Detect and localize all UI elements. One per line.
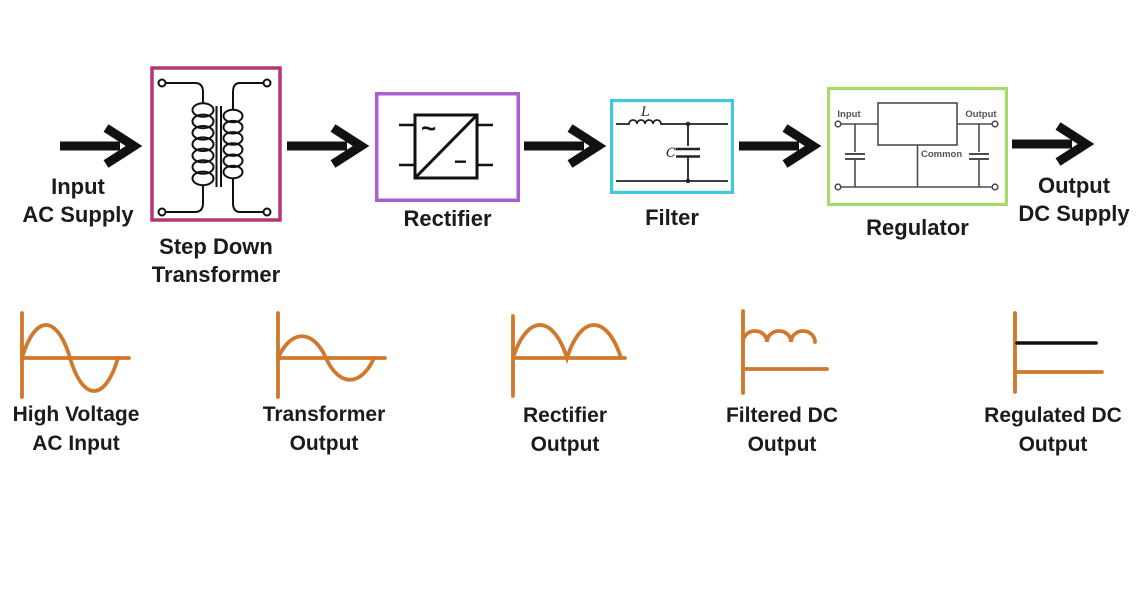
flat-dc-wave-icon	[1013, 311, 1104, 394]
transformer-output-caption: Transformer Output	[244, 400, 404, 458]
input-label-line2: AC Supply	[22, 202, 134, 227]
regulated-dc-output-caption-line2: Output	[1018, 433, 1088, 456]
regulator-caption: Regulator	[827, 214, 1008, 242]
lc-filter-circuit	[616, 119, 728, 184]
filtered-dc-output-caption-line2: Output	[747, 433, 817, 456]
rectifier-caption: Rectifier	[375, 205, 520, 233]
ac-symbol: ~	[421, 113, 436, 143]
rectifier-output-caption: Rectifier Output	[487, 401, 643, 459]
ripple-dc-wave-icon	[741, 309, 829, 395]
transformer-circuit	[157, 78, 272, 217]
inductor-label: L	[640, 105, 650, 120]
transformer-caption-line1: Step Down	[159, 234, 273, 259]
rectified-wave-icon	[511, 314, 627, 398]
filter-caption: Filter	[610, 204, 734, 232]
regulator-circuit-symbol: Input Output Common	[827, 87, 1008, 206]
regulator-pin-output-label: Output	[965, 109, 997, 120]
transformer-output-caption-line1: Transformer	[262, 403, 386, 426]
input-ac-supply-label: Input AC Supply	[8, 173, 148, 229]
hv-ac-input-caption-line1: High Voltage	[12, 403, 140, 426]
rectifier-caption-text: Rectifier	[403, 206, 492, 231]
transformer-symbol	[150, 66, 282, 222]
flow-arrow-icon	[739, 124, 822, 168]
output-dc-supply-label: Output DC Supply	[1003, 172, 1140, 228]
flow-arrow-icon	[524, 124, 607, 168]
flow-arrow-icon	[287, 124, 370, 168]
filter-box-border	[610, 99, 734, 194]
regulator-circuit	[834, 102, 999, 191]
capacitor-label: C	[666, 146, 676, 161]
flow-arrow-icon	[1012, 122, 1095, 166]
filtered-dc-output-caption-line1: Filtered DC	[725, 404, 838, 427]
rectifier-symbol: ~ −	[375, 92, 520, 202]
transformer-caption: Step Down Transformer	[141, 233, 291, 289]
regulator-caption-text: Regulator	[866, 215, 969, 240]
dc-symbol: −	[454, 149, 467, 174]
sine-wave-small-icon	[276, 311, 387, 399]
output-label-line1: Output	[1037, 173, 1111, 198]
rectifier-output-caption-line2: Output	[530, 433, 600, 456]
regulator-pin-input-label: Input	[837, 109, 861, 120]
filter-caption-text: Filter	[645, 205, 699, 230]
regulated-dc-output-caption-line1: Regulated DC	[984, 404, 1122, 427]
flow-arrow-icon	[60, 124, 143, 168]
regulated-dc-output-caption: Regulated DC Output	[972, 401, 1134, 459]
hv-ac-input-caption-line2: AC Input	[32, 432, 120, 455]
transformer-caption-line2: Transformer	[151, 262, 281, 287]
hv-ac-input-caption: High Voltage AC Input	[0, 400, 152, 458]
regulator-pin-common-label: Common	[921, 149, 962, 160]
output-label-line2: DC Supply	[1018, 201, 1130, 226]
rectifier-output-caption-line1: Rectifier	[522, 404, 608, 427]
input-label-line1: Input	[51, 174, 105, 199]
transformer-output-caption-line2: Output	[289, 432, 359, 455]
filtered-dc-output-caption: Filtered DC Output	[702, 401, 862, 459]
rectifier-circuit	[399, 113, 493, 180]
filter-circuit-symbol: L C	[610, 99, 734, 194]
sine-wave-large-icon	[20, 311, 131, 399]
